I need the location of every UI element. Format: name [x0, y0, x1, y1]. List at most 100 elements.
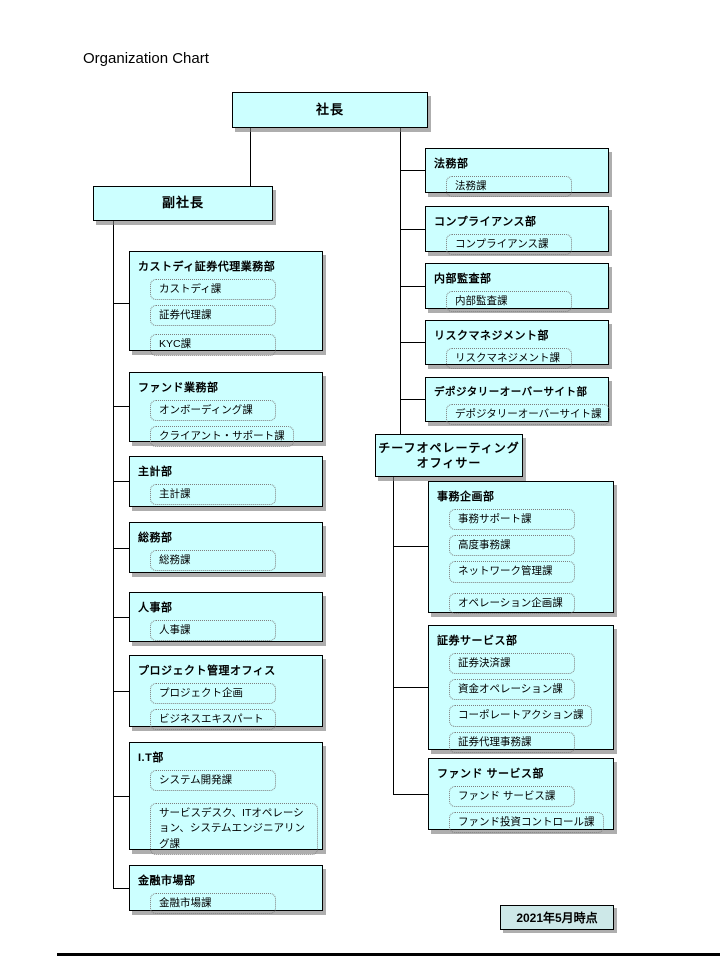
section-label: プロジェクト企画 — [159, 687, 243, 699]
section-box: 事務サポート課 — [449, 509, 575, 531]
section-label: オペレーション企画課 — [458, 596, 563, 609]
section-box: オンボーディング課 — [150, 400, 276, 422]
connector-line — [400, 229, 425, 230]
connector-line — [113, 548, 130, 549]
section-box: 金融市場課 — [150, 893, 276, 915]
dept-box-accounting: 主計部 主計課 — [129, 456, 323, 507]
section-label: サービスデスク、ITオペレーション、システムエンジニアリング課 — [159, 807, 306, 850]
dept-box-legal: 法務部 法務課 — [425, 148, 609, 198]
dept-box-securities-services: 証券サービス部 証券決済課 資金オペレーション課 コーポレートアクション課 証券… — [428, 625, 614, 753]
section-label: リスクマネジメント課 — [455, 352, 560, 364]
section-label: 証券代理課 — [159, 309, 212, 322]
section-box: オペレーション企画課 — [449, 592, 575, 614]
section-label: コーポレートアクション課 — [458, 709, 584, 722]
president-box: 社長 — [232, 92, 428, 128]
section-box: 法務課 — [446, 176, 572, 198]
page-boundary-line — [57, 953, 720, 956]
dept-box-general-affairs: 総務部 総務課 — [129, 522, 323, 573]
section-box: クライアント・サポート課 — [150, 426, 294, 448]
connector-line — [400, 342, 425, 343]
dept-box-fund-business: ファンド業務部 オンボーディング課 クライアント・サポート課 — [129, 372, 323, 448]
department-name: デポジタリーオーバーサイト部 — [434, 386, 588, 398]
section-box: 証券決済課 — [449, 653, 575, 675]
section-label: 主計課 — [159, 488, 191, 500]
section-box: コーポレートアクション課 — [449, 705, 593, 727]
section-label: 金融市場課 — [159, 897, 212, 909]
dept-box-fund-services: ファンド サービス部 ファンド サービス課 ファンド投資コントロール課 — [428, 758, 614, 834]
dept-box-depositary-oversight: デポジタリーオーバーサイト部 デポジタリーオーバーサイト課 — [425, 377, 611, 426]
connector-line — [400, 170, 425, 171]
department-name: カストディ証券代理業務部 — [138, 261, 276, 273]
connector-line — [393, 794, 428, 795]
vice-president-box: 副社長 — [93, 186, 273, 221]
section-label: 証券決済課 — [458, 657, 511, 669]
coo-label-line2: オフィサー — [416, 455, 482, 470]
connector-line — [113, 406, 130, 407]
section-label: ビジネスエキスパート — [159, 713, 264, 726]
connector-line — [113, 617, 130, 618]
section-label: カストディ課 — [159, 283, 222, 295]
connector-line — [250, 128, 251, 186]
section-box: コンプライアンス課 — [446, 234, 572, 256]
section-box: デポジタリーオーバーサイト課 — [446, 404, 611, 426]
connector-line — [393, 687, 428, 688]
coo-box: チーフオペレーティング オフィサー — [375, 434, 523, 477]
president-label: 社長 — [315, 101, 344, 117]
section-label: 高度事務課 — [458, 539, 511, 552]
connector-line — [393, 477, 394, 795]
page-title: Organization Chart — [83, 50, 209, 67]
section-label: 総務課 — [159, 554, 191, 566]
section-label: コンプライアンス課 — [455, 238, 549, 250]
coo-label: チーフオペレーティング オフィサー — [378, 441, 520, 471]
department-name: 事務企画部 — [437, 491, 495, 503]
connector-line — [400, 128, 401, 434]
section-box: システム開発課 — [150, 770, 276, 792]
section-box: 主計課 — [150, 484, 276, 506]
section-box: 人事課 — [150, 620, 276, 642]
section-box: ネットワーク管理課 — [449, 561, 575, 583]
vice-president-label: 副社長 — [161, 195, 204, 211]
department-name: I.T部 — [138, 752, 164, 764]
dept-box-internal-audit: 内部監査部 内部監査課 — [425, 263, 609, 313]
section-label: システム開発課 — [159, 774, 233, 786]
department-name: コンプライアンス部 — [434, 216, 537, 228]
section-box: 証券代理事務課 — [449, 731, 575, 753]
connector-line — [113, 888, 130, 889]
section-label: 人事課 — [159, 624, 191, 636]
section-box: 証券代理課 — [150, 305, 276, 327]
section-box: 総務課 — [150, 550, 276, 572]
connector-line — [113, 221, 114, 888]
connector-line — [113, 796, 130, 797]
department-name: 法務部 — [434, 158, 469, 170]
section-label: 法務課 — [455, 180, 487, 192]
department-name: 金融市場部 — [138, 875, 196, 887]
section-box: KYC課 — [150, 334, 276, 356]
department-name: ファンド業務部 — [138, 382, 219, 394]
dept-box-compliance: コンプライアンス部 コンプライアンス課 — [425, 206, 609, 256]
dept-box-operations-planning: 事務企画部 事務サポート課 高度事務課 ネットワーク管理課 オペレーション企画課 — [428, 481, 614, 614]
section-label: デポジタリーオーバーサイト課 — [455, 408, 602, 420]
department-name: 総務部 — [138, 532, 173, 544]
dept-box-financial-markets: 金融市場部 金融市場課 — [129, 865, 323, 915]
department-name: 人事部 — [138, 602, 173, 614]
dept-box-hr: 人事部 人事課 — [129, 592, 323, 642]
section-box: カストディ課 — [150, 279, 276, 301]
section-box: プロジェクト企画 — [150, 683, 276, 705]
section-box: ファンド サービス課 — [449, 786, 575, 808]
section-label: KYC課 — [159, 338, 192, 351]
department-name: 内部監査部 — [434, 273, 492, 285]
department-name: リスクマネジメント部 — [434, 330, 549, 342]
dept-box-pmo: プロジェクト管理オフィス プロジェクト企画 ビジネスエキスパート — [129, 655, 323, 731]
section-label: 証券代理事務課 — [458, 735, 532, 748]
department-name: プロジェクト管理オフィス — [138, 665, 276, 677]
department-name: ファンド サービス部 — [437, 768, 545, 780]
connector-line — [400, 286, 425, 287]
coo-label-line1: チーフオペレーティング — [378, 440, 520, 455]
dept-box-risk-management: リスクマネジメント部 リスクマネジメント課 — [425, 320, 609, 370]
department-name: 主計部 — [138, 466, 173, 478]
section-box: 資金オペレーション課 — [449, 679, 575, 701]
section-label: 事務サポート課 — [458, 513, 532, 525]
section-label: オンボーディング課 — [159, 404, 253, 416]
section-label: ファンド サービス課 — [458, 790, 556, 802]
section-box: サービスデスク、ITオペレーション、システムエンジニアリング課 — [150, 803, 318, 855]
